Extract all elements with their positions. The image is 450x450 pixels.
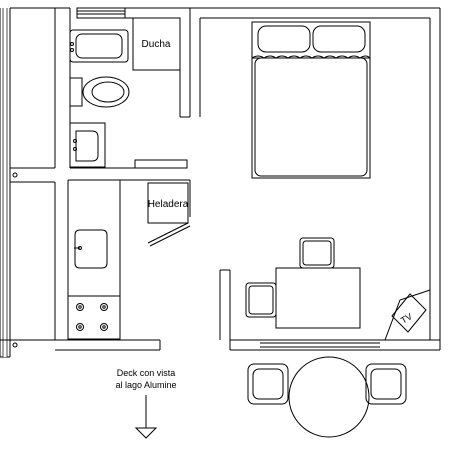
deck-label-line1: Deck con vista <box>117 368 176 378</box>
arrow-down-icon <box>134 395 158 439</box>
bottom-wall <box>0 339 440 351</box>
bathroom-window <box>76 7 126 19</box>
deck-door <box>260 339 380 348</box>
kitchen-sink-icon <box>74 229 108 269</box>
shower-stall <box>132 17 181 71</box>
corridor-walls <box>10 7 56 348</box>
left-exterior-wall <box>0 8 11 358</box>
deck-chair-icon <box>247 363 407 405</box>
desk-icon <box>275 267 361 329</box>
bathroom-counter <box>134 159 188 169</box>
fridge-label: Heladera <box>148 199 189 210</box>
stove-icon <box>67 295 121 340</box>
bed-icon <box>251 21 371 179</box>
deck-table-icon <box>288 356 370 438</box>
toilet-icon <box>69 76 130 108</box>
shower-label: Ducha <box>142 39 171 50</box>
sink-icon <box>69 122 106 168</box>
fridge-icon <box>147 182 191 247</box>
tv-unit-icon <box>384 289 431 341</box>
deck-label-line2: al lago Alumine <box>115 380 176 390</box>
chair-icon <box>245 237 335 318</box>
bedroom-walls <box>190 7 441 350</box>
bathtub-icon <box>69 29 129 63</box>
tv-label: TV <box>399 311 414 325</box>
